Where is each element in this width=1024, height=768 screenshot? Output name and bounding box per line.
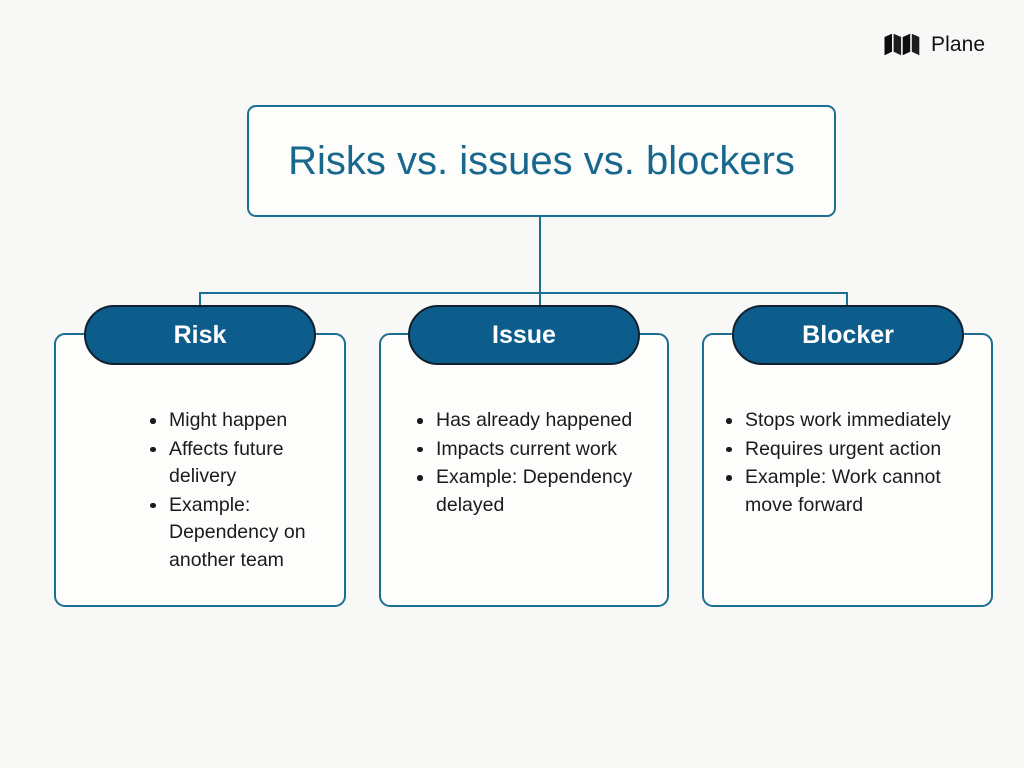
node-blocker-label: Blocker <box>802 321 894 349</box>
diagram-title-node: Risks vs. issues vs. blockers <box>247 105 836 217</box>
plane-logo-icon <box>884 33 920 56</box>
brand-name: Plane <box>931 33 986 56</box>
list-item: Might happen <box>146 407 336 435</box>
list-item: Has already happened <box>413 407 663 435</box>
node-blocker-header: Blocker <box>732 305 964 365</box>
node-issue-header: Issue <box>408 305 640 365</box>
node-issue-label: Issue <box>492 321 556 349</box>
connector-horizontal-bar <box>199 292 848 294</box>
node-blocker-card <box>702 333 993 607</box>
node-issue-card <box>379 333 669 607</box>
node-risk-bullet-list: Might happen Affects future delivery Exa… <box>146 407 336 575</box>
list-item: Example: Work cannot move forward <box>722 464 987 519</box>
node-blocker-bullet-list: Stops work immediately Requires urgent a… <box>722 407 987 520</box>
list-item: Stops work immediately <box>722 407 987 435</box>
connector-root-vertical <box>539 217 541 294</box>
node-blocker: Blocker Stops work immediately Requires … <box>702 305 993 607</box>
list-item: Example: Dependency delayed <box>413 464 663 519</box>
node-risk-card <box>54 333 346 607</box>
list-item: Requires urgent action <box>722 436 987 464</box>
node-risk-label: Risk <box>173 321 227 349</box>
node-risk-header: Risk <box>84 305 316 365</box>
page-title: Risks vs. issues vs. blockers <box>288 138 795 183</box>
brand-logo: Plane <box>884 33 985 56</box>
list-item: Example: Dependency on another team <box>146 492 336 575</box>
node-risk: Risk Might happen Affects future deliver… <box>54 305 346 607</box>
node-issue: Issue Has already happened Impacts curre… <box>379 305 669 607</box>
list-item: Impacts current work <box>413 436 663 464</box>
list-item: Affects future delivery <box>146 436 336 491</box>
node-issue-bullet-list: Has already happened Impacts current wor… <box>413 407 663 520</box>
